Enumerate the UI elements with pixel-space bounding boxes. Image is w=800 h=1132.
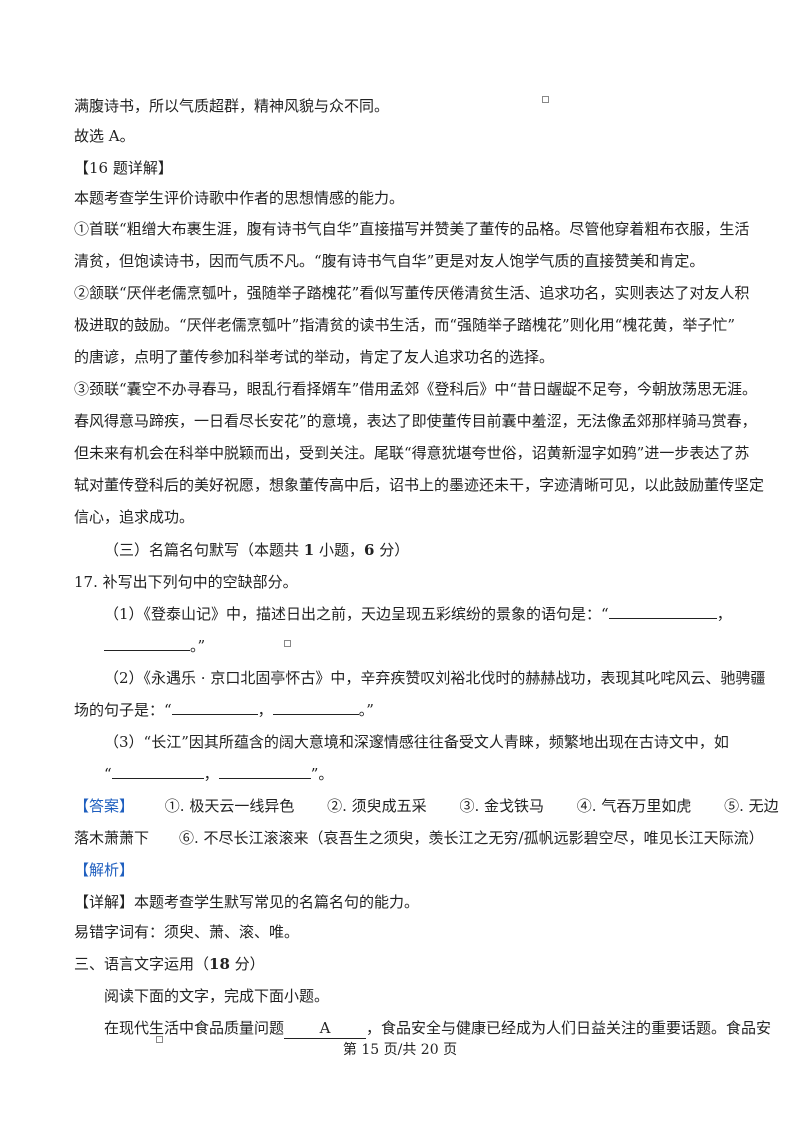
marker-icon [284, 640, 291, 647]
part-heading: 三、语言文字运用（18 分） [74, 955, 265, 973]
q16-p3-line: 春风得意马蹄疾，一日看尽长安花”的意境，表达了即使董传目前囊中羞涩，无法像孟郊那… [74, 412, 757, 430]
answer-line: 【答案】 ①. 极天云一线异色 ②. 须臾成五采 ③. 金戈铁马 ④. 气吞万里… [74, 796, 779, 816]
answer-item: ⑤. 无边 [724, 797, 779, 815]
page-number: 第 15 页/共 20 页 [342, 1042, 458, 1058]
marker-icon [156, 1036, 163, 1043]
q16-p2-line: ②颔联“厌伴老儒烹瓠叶，强随举子踏槐花”看似写董传厌倦清贫生活、追求功名，实则表… [74, 284, 750, 302]
part-instruction: 阅读下面的文字，完成下面小题。 [104, 987, 330, 1005]
answer-blank[interactable] [171, 700, 258, 715]
marker-icon [542, 96, 549, 103]
text-line: 满腹诗书，所以气质超群，精神风貌与众不同。 [74, 97, 390, 115]
q17-item-3: （3）“长江”因其所蕴含的阔大意境和深邃情感往往备受文人青睐，频繁地出现在古诗文… [104, 733, 729, 751]
q17-item-2-cont: 场的句子是：“，。” [74, 700, 374, 719]
q17-item-3-cont: “，”。 [104, 764, 334, 783]
q16-p3-line: 信心，追求成功。 [74, 508, 195, 526]
q16-p2-line: 的唐谚，点明了董传参加科举考试的举动，肯定了友人追求功名的选择。 [74, 348, 555, 366]
answer-blank[interactable] [111, 764, 204, 779]
answer-item: ①. 极天云一线异色 [164, 797, 295, 815]
q16-p1-line: ①首联“粗缯大布裹生涯，腹有诗书气自华”直接描写并赞美了董传的品格。尽管他穿着粗… [74, 220, 750, 238]
analysis-tag: 【解析】 [74, 861, 135, 879]
answer-tag: 【答案】 [74, 797, 135, 815]
answer-blank[interactable] [104, 636, 190, 651]
q16-intro: 本题考查学生评价诗歌中作者的思想情感的能力。 [74, 189, 405, 207]
answer-item: ②. 须臾成五采 [327, 797, 427, 815]
answer-item: ③. 金戈铁马 [459, 797, 544, 815]
q16-heading: 【16 题详解】 [74, 159, 173, 177]
analysis-typos: 易错字词有：须臾、萧、滚、唯。 [74, 923, 300, 941]
blank-a[interactable]: A [284, 1018, 367, 1039]
section-heading: （三）名篇名句默写（本题共 1 小题，6 分） [104, 541, 410, 559]
q17-item-2: （2）《永遇乐 · 京口北固亭怀古》中，辛弃疾赞叹刘裕北伐时的赫赫战功，表现其叱… [104, 669, 766, 687]
q16-p1-line: 清贫，但饱读诗书，因而气质不凡。“腹有诗书气自华”更是对友人饱学气质的直接赞美和… [74, 252, 705, 270]
analysis-detail: 【详解】本题考查学生默写常见的名篇名句的能力。 [74, 893, 420, 911]
answer-item: ④. 气吞万里如虎 [576, 797, 692, 815]
q16-p3-line: 轼对董传登科后的美好祝愿，想象董传高中后，诏书上的墨迹还未干，字迹清晰可见，以此… [74, 476, 765, 494]
q16-p2-line: 极进取的鼓励。“厌伴老儒烹瓠叶”指清贫的读书生活，而“强随举子踏槐花”则化用“槐… [74, 316, 736, 334]
answer-blank[interactable] [272, 700, 359, 715]
q17-title: 17. 补写出下列句中的空缺部分。 [74, 573, 298, 591]
answer-blank[interactable] [218, 764, 311, 779]
answer-blank[interactable] [608, 604, 717, 619]
answer-line-2: 落木萧萧下 ⑥. 不尽长江滚滚来（哀吾生之须臾，羡长江之无穷/孤帆远影碧空尽，唯… [74, 829, 764, 847]
q16-p3-line: 但未来有机会在科举中脱颖而出，受到关注。尾联“得意犹堪夸世俗，诏黄新湿字如鸦”进… [74, 444, 750, 462]
text-line: 故选 A。 [74, 127, 135, 145]
q16-p3-line: ③颈联“囊空不办寻春马，眼乱行看择婿车”借用孟郊《登科后》中“昔日龌龊不足夸，今… [74, 380, 758, 398]
q17-item-1-cont: 。” [104, 636, 205, 656]
q17-item-1: （1）《登泰山记》中，描述日出之前，天边呈现五彩缤纷的景象的语句是：“， [104, 604, 732, 623]
